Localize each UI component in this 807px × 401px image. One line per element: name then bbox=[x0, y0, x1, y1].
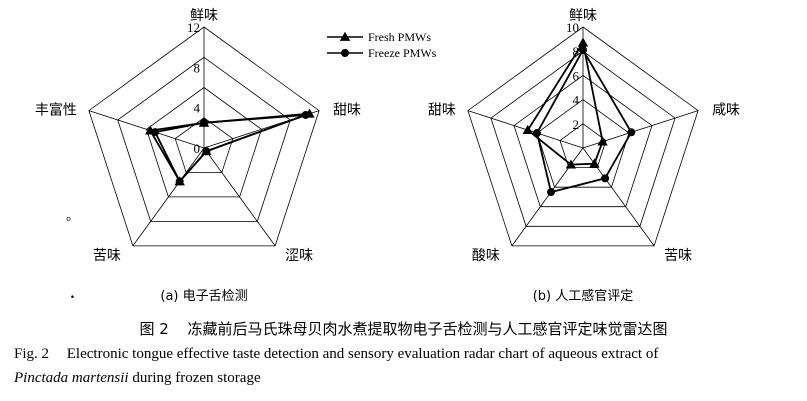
tick-label: 0 bbox=[194, 141, 201, 156]
axis-spoke bbox=[132, 147, 205, 247]
axis-spoke bbox=[88, 110, 205, 149]
data-point bbox=[532, 129, 541, 138]
axis-label: 苦味 bbox=[93, 248, 121, 264]
tick-label: 10 bbox=[566, 20, 579, 35]
tick-label: 6 bbox=[573, 68, 580, 83]
axis-label: 酸味 bbox=[472, 248, 500, 264]
axis-label: 甜味 bbox=[333, 103, 361, 119]
axis-spoke bbox=[203, 147, 276, 247]
caption-en-text2: during frozen storage bbox=[128, 370, 261, 386]
legend-entry: Freeze PMWs bbox=[368, 46, 437, 60]
data-point bbox=[597, 136, 608, 146]
data-point bbox=[589, 158, 600, 168]
subtitle-a: (a) 电子舌检测 bbox=[160, 289, 247, 304]
caption-en-label: Fig. 2 bbox=[14, 346, 50, 362]
grid-ring bbox=[174, 117, 234, 173]
grid-ring bbox=[117, 56, 291, 222]
caption-species: Pinctada martensii bbox=[14, 370, 129, 386]
subtitle-b: (b) 人工感官评定 bbox=[533, 288, 634, 304]
data-point bbox=[546, 188, 555, 197]
grid-ring bbox=[513, 74, 653, 208]
series-line bbox=[153, 114, 307, 183]
axis-label: 涩味 bbox=[285, 248, 313, 264]
data-point bbox=[601, 174, 610, 183]
legend-entry: Fresh PMWs bbox=[368, 30, 431, 44]
tick-label: 12 bbox=[187, 20, 200, 35]
caption-cn-label: 图 2 bbox=[139, 320, 169, 338]
grid-ring bbox=[146, 87, 262, 198]
caption-english-line2: Pinctada martensii during frozen storage bbox=[14, 370, 261, 387]
grid-ring bbox=[88, 26, 320, 247]
axis-label: 甜味 bbox=[428, 103, 456, 119]
legend-marker bbox=[341, 49, 349, 57]
tick-label: 2 bbox=[573, 117, 580, 132]
grid-ring bbox=[490, 50, 676, 227]
data-point bbox=[200, 118, 208, 127]
caption-chinese: 图 2 冻藏前后马氏珠母贝肉水煮提取物电子舌检测与人工感官评定味觉雷达图 bbox=[0, 318, 807, 339]
data-point bbox=[522, 124, 533, 134]
axis-label: 鲜味 bbox=[569, 8, 597, 24]
stray-mark-2: . bbox=[70, 286, 75, 302]
caption-cn-text: 冻藏前后马氏珠母贝肉水煮提取物电子舌检测与人工感官评定味觉雷达图 bbox=[187, 320, 668, 338]
axis-label: 咸味 bbox=[712, 103, 740, 119]
grid-ring bbox=[467, 26, 699, 247]
data-point bbox=[579, 45, 587, 54]
legend-marker bbox=[339, 31, 351, 41]
data-point bbox=[151, 128, 160, 137]
data-point bbox=[202, 147, 211, 156]
series-line bbox=[536, 48, 633, 194]
tick-label: 4 bbox=[194, 101, 201, 116]
tick-label: 4 bbox=[573, 93, 580, 108]
data-point bbox=[627, 128, 636, 137]
axis-label: 丰富性 bbox=[35, 102, 77, 119]
caption-english: Fig. 2 Electronic tongue effective taste… bbox=[14, 346, 658, 363]
data-point bbox=[301, 110, 310, 119]
series-line bbox=[526, 40, 604, 166]
tick-label: 8 bbox=[194, 60, 201, 75]
caption-en-text: Electronic tongue effective taste detect… bbox=[66, 346, 659, 362]
axis-label: 苦味 bbox=[664, 248, 692, 264]
tick-label: 8 bbox=[573, 44, 580, 59]
stray-mark-1: 。 bbox=[66, 209, 79, 224]
data-point bbox=[565, 159, 577, 169]
axis-label: 鲜味 bbox=[190, 8, 218, 24]
data-point bbox=[577, 37, 589, 47]
data-point bbox=[175, 177, 184, 186]
grid-ring bbox=[536, 99, 630, 188]
